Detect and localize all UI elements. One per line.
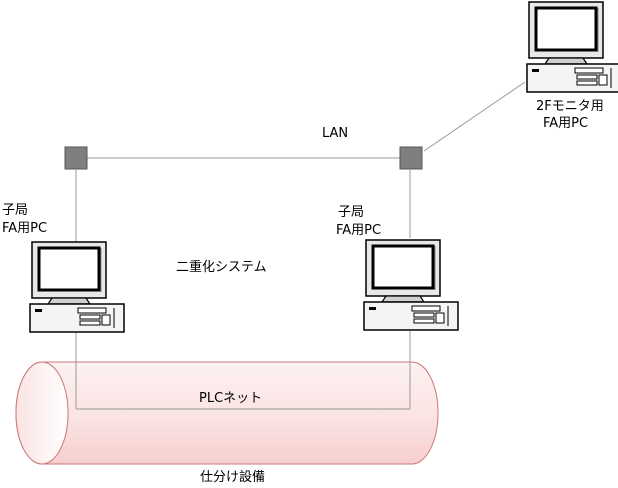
monitor-pc-label-line1: 2Fモニタ用 [536, 99, 604, 114]
monitor-link-line [423, 81, 526, 152]
hub-icon [64, 146, 88, 170]
connection-lines [75, 81, 526, 410]
computer-icon [28, 240, 126, 334]
plc-network-pipe [15, 361, 439, 465]
computer-icon [525, 0, 618, 94]
monitor-pc-label-line2: FA用PC [543, 116, 588, 131]
left-pc-label-line1: 子局 [2, 203, 28, 218]
right-pc-label-line1: 子局 [338, 205, 364, 220]
left-pc-label-line2: FA用PC [2, 221, 47, 236]
plc-net-label: PLCネット [199, 391, 262, 406]
sorting-equipment-label: 仕分け設備 [200, 469, 265, 485]
computer-icon [362, 238, 460, 332]
right-pc-label-line2: FA用PC [336, 223, 381, 238]
hub-icon [399, 146, 423, 170]
redundant-system-label: 二重化システム [176, 259, 267, 275]
lan-label: LAN [322, 126, 348, 141]
